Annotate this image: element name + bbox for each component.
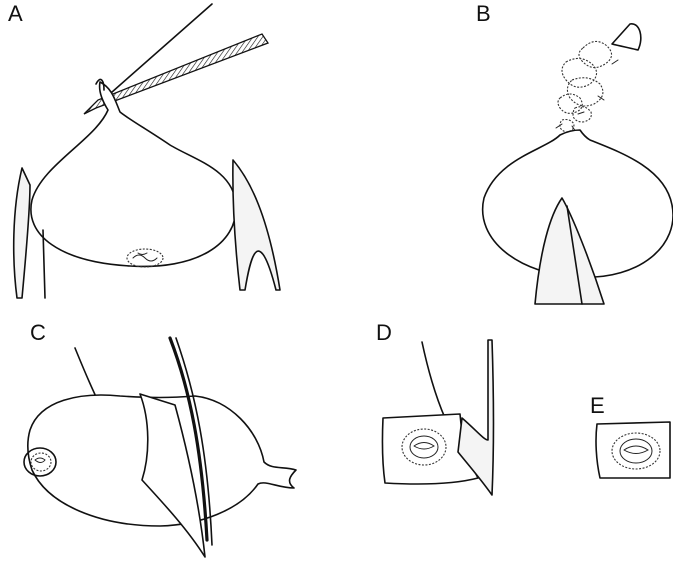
- extruded-cytoplasm-b: [556, 41, 618, 132]
- panel-d: D: [376, 320, 494, 495]
- panel-label-e: E: [590, 393, 605, 418]
- panel-label-b: B: [476, 1, 491, 26]
- left-holder-blade-a: [14, 168, 30, 298]
- square-explant-e: [596, 422, 670, 478]
- panel-e: E: [590, 393, 670, 478]
- panel-a: A: [8, 1, 280, 298]
- right-holder-blade-a: [233, 160, 280, 290]
- panel-label-c: C: [30, 320, 46, 345]
- panel-label-a: A: [8, 1, 23, 26]
- fine-needle-d: [422, 342, 445, 418]
- fine-needle-a: [103, 4, 212, 100]
- panel-label-d: D: [376, 320, 392, 345]
- expelled-cone-b: [612, 24, 641, 50]
- panel-b: B: [476, 1, 673, 304]
- panel-c: C: [24, 320, 296, 557]
- egg-body-a: [31, 82, 236, 266]
- left-holder-edge-a: [43, 230, 45, 298]
